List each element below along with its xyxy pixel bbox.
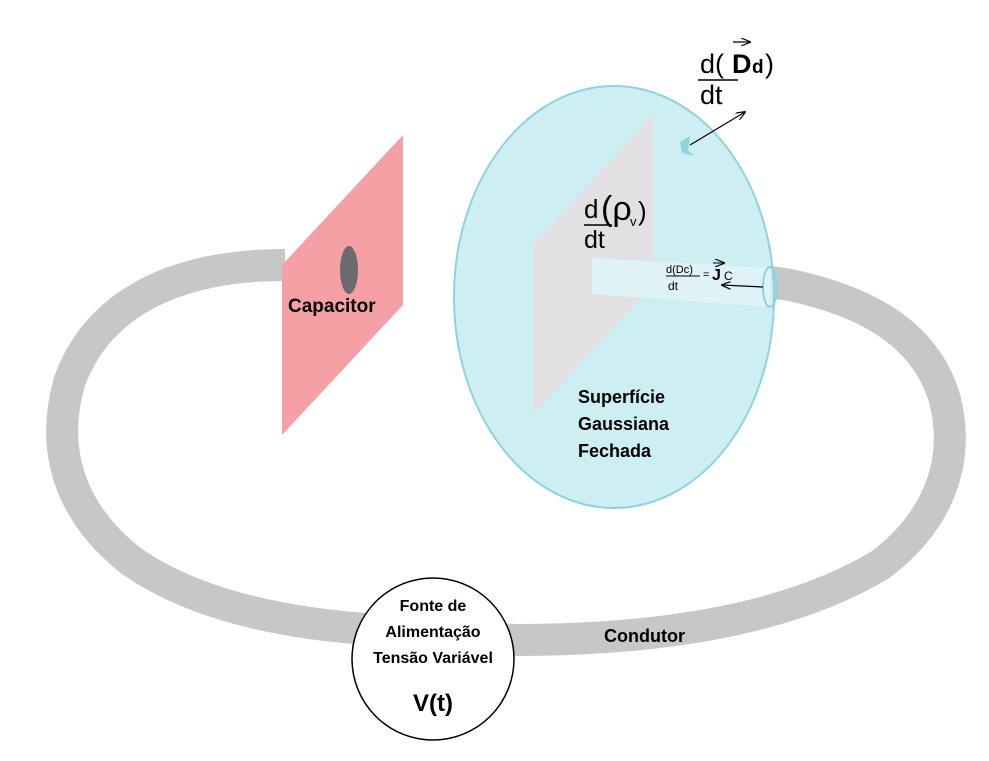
- surface-label-line1: Superfície: [578, 387, 665, 407]
- power-source: [351, 577, 515, 741]
- jc-numerator: d(Dc): [666, 264, 693, 276]
- jc-denominator: dt: [668, 279, 679, 293]
- rho-denominator: dt: [584, 226, 605, 254]
- dd-symbol: D: [732, 49, 752, 79]
- jc-symbol: J: [712, 267, 721, 284]
- source-label-line2: Alimentação: [385, 624, 480, 641]
- displacement-current-equation: d( D d ) dt: [698, 42, 774, 110]
- capacitor-plate-dot: [340, 246, 358, 294]
- rho-numerator: d: [584, 194, 598, 224]
- surface-label-line3: Fechada: [578, 441, 652, 461]
- dd-subscript: d: [752, 57, 764, 78]
- charge-density-equation: d (ρ v ) dt: [584, 190, 647, 254]
- dd-denominator: dt: [700, 80, 723, 110]
- displacement-arrow: [689, 112, 745, 146]
- conductor-tube-inside-surface: [592, 258, 770, 307]
- dd-close: ): [765, 49, 774, 79]
- surface-element-icon: [680, 136, 694, 156]
- jc-equals: =: [703, 269, 709, 281]
- source-label-line1: Fonte de: [400, 598, 467, 615]
- capacitor-label: Capacitor: [288, 296, 376, 317]
- surface-label-line2: Gaussiana: [578, 414, 670, 434]
- dd-numerator: d(: [700, 49, 724, 79]
- rho-close: ): [638, 196, 647, 226]
- source-voltage: V(t): [413, 690, 453, 717]
- conduction-current-arrow: [722, 285, 764, 287]
- source-label-line3: Tensão Variável: [373, 650, 493, 667]
- rho-symbol: (ρ: [601, 190, 632, 228]
- conductor-label: Condutor: [604, 626, 685, 646]
- jc-subscript: C: [724, 269, 733, 283]
- conduction-current-equation: d(Dc) dt = J C: [666, 263, 733, 293]
- conductor-loop: [46, 249, 966, 656]
- rho-subscript: v: [630, 214, 637, 229]
